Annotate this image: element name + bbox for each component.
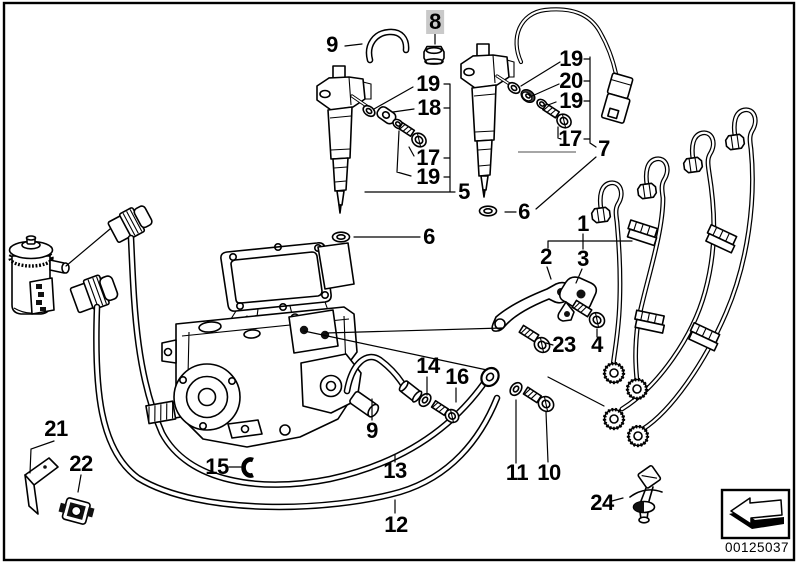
diagram-code: 00125037	[725, 540, 789, 555]
callout-19-right-1[interactable]: 19	[559, 46, 583, 71]
injection-pump	[145, 242, 380, 448]
pipe-3	[619, 130, 717, 412]
clip-22	[58, 497, 95, 525]
callout-16[interactable]: 16	[445, 364, 469, 389]
hose-connector-upper	[107, 205, 153, 243]
callout-20[interactable]: 20	[559, 68, 583, 93]
injector-right	[460, 43, 515, 198]
cable-connector	[600, 72, 634, 124]
bolt-23	[518, 324, 551, 354]
callout-17-right[interactable]: 17	[558, 126, 582, 151]
dome-washer-20	[520, 88, 536, 104]
pipe-fitting	[602, 361, 626, 385]
washer-14	[418, 392, 432, 408]
callout-19-left-2[interactable]: 19	[416, 164, 440, 189]
callout-12[interactable]: 12	[384, 512, 408, 537]
hose-connector-lower	[69, 274, 119, 314]
pipe-nut	[590, 206, 612, 224]
callout-22[interactable]: 22	[69, 451, 93, 476]
pipe-fitting	[626, 424, 650, 448]
pipe-clamp	[634, 309, 666, 334]
fuel-hose-9-bottom	[343, 353, 423, 403]
callout-3[interactable]: 3	[577, 246, 589, 271]
callout-19-right-2[interactable]: 19	[559, 88, 583, 113]
injection-pipes	[590, 107, 758, 448]
callout-6-left[interactable]: 6	[423, 224, 435, 249]
pipe-nut	[724, 133, 746, 151]
hollow-bolt-16	[430, 399, 460, 424]
nut-8	[423, 45, 445, 65]
callout-18[interactable]: 18	[417, 95, 441, 120]
callout-6-right[interactable]: 6	[518, 199, 530, 224]
clamp-bracket-3	[557, 276, 598, 322]
pipe-nut	[636, 182, 658, 200]
callout-8[interactable]: 8	[427, 9, 443, 34]
pipe-clamp	[626, 219, 659, 247]
pipe-fitting	[625, 377, 649, 401]
bracket-plate-21	[24, 457, 59, 515]
callout-2[interactable]: 2	[540, 244, 552, 269]
callout-15[interactable]: 15	[205, 454, 229, 479]
injector-left	[316, 65, 372, 214]
hollow-bolt-10	[522, 386, 555, 413]
callout-7[interactable]: 7	[598, 136, 610, 161]
fuel-hose-9-top	[365, 28, 410, 64]
callout-17-left[interactable]: 17	[416, 145, 440, 170]
fuel-hose-12	[93, 303, 501, 511]
callout-9-hose-bottom[interactable]: 9	[366, 418, 378, 443]
callout-9-hose-top[interactable]: 9	[326, 32, 338, 57]
callout-11[interactable]: 11	[505, 460, 529, 485]
pipe-clamp	[688, 321, 721, 352]
pipe-clamp	[705, 223, 738, 254]
pipe-4	[640, 107, 758, 432]
glow-plug-cable	[514, 7, 634, 124]
callout-4[interactable]: 4	[591, 332, 603, 357]
callout-24[interactable]: 24	[590, 490, 614, 515]
callout-13[interactable]: 13	[383, 458, 407, 483]
callout-21[interactable]: 21	[44, 416, 68, 441]
washer-6-left	[331, 231, 351, 243]
seal-ring-15	[241, 457, 254, 478]
pipe-1	[597, 180, 624, 369]
clip-24	[629, 465, 663, 524]
pipe-fitting	[602, 407, 626, 431]
callout-23[interactable]: 23	[552, 332, 576, 357]
callout-5[interactable]: 5	[458, 179, 470, 204]
fuel-filter	[8, 235, 70, 315]
bolt-4	[571, 299, 606, 329]
callout-10[interactable]: 10	[537, 460, 561, 485]
washer-6-right	[478, 205, 498, 217]
callout-19-left-1[interactable]: 19	[416, 71, 440, 96]
return-arrow-icon	[729, 497, 784, 529]
callout-14[interactable]: 14	[416, 353, 440, 378]
injector-left-mounting-parts	[331, 94, 427, 243]
pipe-nut	[682, 156, 704, 174]
banjo-union	[480, 366, 500, 388]
injector-right-mounting-parts	[478, 74, 572, 217]
leader-lines	[29, 33, 633, 514]
fuel-hose-13	[127, 234, 491, 488]
callout-1[interactable]: 1	[577, 211, 589, 236]
diagram-stamp: 00125037	[720, 488, 791, 555]
washer-11	[509, 381, 523, 397]
